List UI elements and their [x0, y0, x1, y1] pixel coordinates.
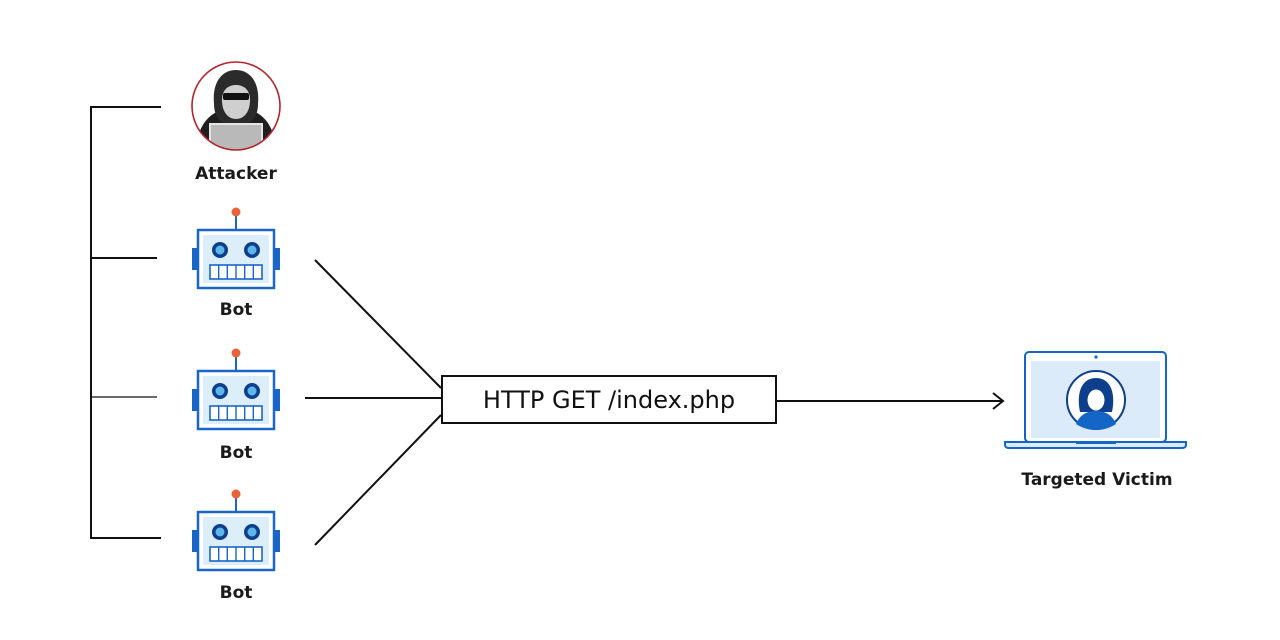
arrowhead-icon [992, 392, 1005, 410]
bot-2-label: Bot [219, 443, 253, 463]
bot-2-icon [190, 347, 282, 431]
victim-label: Targeted Victim [1021, 470, 1173, 490]
attacker-avatar [191, 61, 281, 151]
victim-laptop-icon [1004, 351, 1187, 449]
bot-1-line [314, 259, 442, 389]
bot-1-label: Bot [219, 300, 253, 320]
http-request-label: HTTP GET /index.php [482, 385, 736, 414]
traffic-lines [305, 259, 1005, 546]
bot-1-icon [190, 206, 282, 290]
bot-3-label: Bot [219, 583, 253, 603]
attacker-label: Attacker [195, 164, 277, 184]
bot-3-line [314, 414, 442, 546]
control-bracket [90, 106, 161, 539]
http-request-box: HTTP GET /index.php [441, 375, 777, 424]
bot-3-icon [190, 488, 282, 572]
